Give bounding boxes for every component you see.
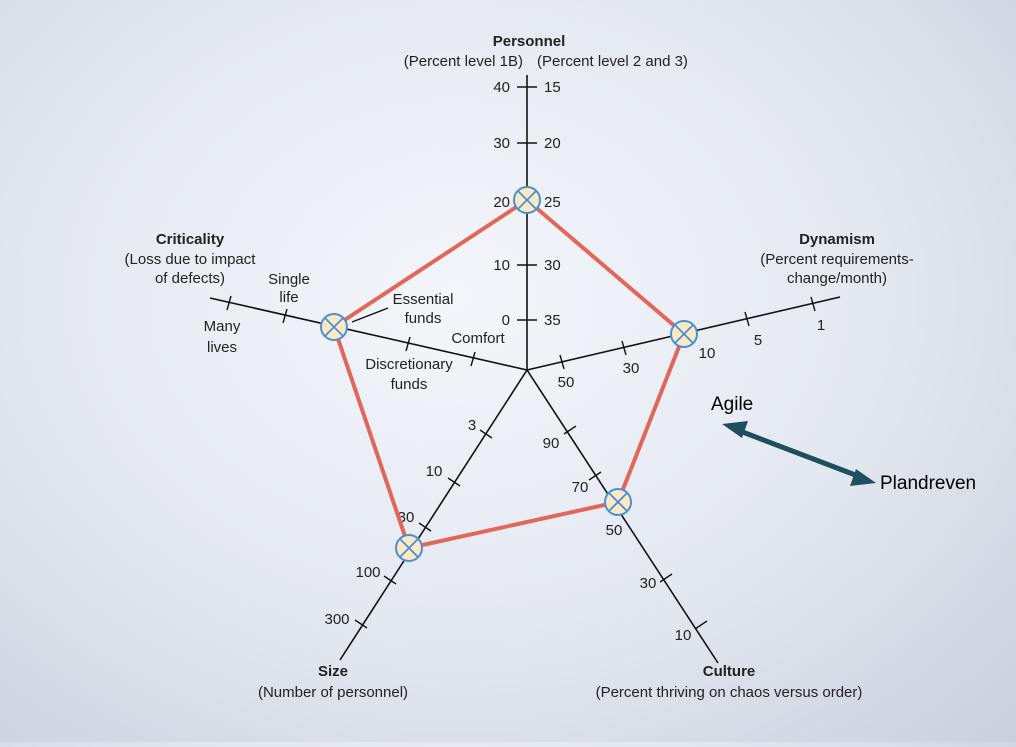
personnel-left-tick-label: 0 bbox=[502, 312, 510, 329]
culture-tick bbox=[563, 425, 577, 435]
dynamism-tick-label: 10 bbox=[699, 345, 716, 362]
dynamism-tick bbox=[621, 340, 627, 356]
culture-tick-label: 90 bbox=[543, 435, 560, 452]
culture-tick-label: 30 bbox=[640, 575, 657, 592]
personnel-axis-subtitle-right: (Percent level 2 and 3) bbox=[537, 53, 688, 70]
size-axis bbox=[339, 369, 528, 661]
personnel-right-tick-label: 25 bbox=[544, 194, 561, 211]
dynamism-tick-label: 5 bbox=[754, 332, 762, 349]
size-tick bbox=[447, 477, 461, 487]
criticality-axis-subtitle-line1: (Loss due to impact bbox=[125, 251, 257, 268]
personnel-axis-subtitle-left: (Percent level 1B) bbox=[404, 53, 523, 70]
personnel-right-tick-label: 30 bbox=[544, 257, 561, 274]
criticality-axis bbox=[209, 297, 528, 371]
criticality-comfort-label: Comfort bbox=[451, 330, 505, 347]
personnel-left-tick-label: 10 bbox=[493, 257, 510, 274]
size-tick-label: 3 bbox=[468, 417, 476, 434]
personnel-axis-title: Personnel bbox=[493, 33, 566, 50]
profile-marker-size bbox=[395, 534, 423, 562]
dynamism-axis-subtitle-line1: (Percent requirements- bbox=[760, 251, 913, 268]
culture-tick-label: 50 bbox=[606, 522, 623, 539]
size-tick bbox=[418, 522, 432, 532]
culture-tick bbox=[588, 471, 602, 481]
agile-label: Agile bbox=[711, 394, 754, 415]
essential-funds-leader-line bbox=[351, 307, 389, 323]
profile-marker-criticality bbox=[320, 313, 348, 341]
criticality-single-life-label: Single bbox=[268, 271, 310, 288]
personnel-left-tick-label: 30 bbox=[493, 135, 510, 152]
personnel-right-tick-label: 35 bbox=[544, 312, 561, 329]
culture-axis-title: Culture bbox=[703, 663, 756, 680]
criticality-single-life-label: life bbox=[279, 289, 298, 306]
personnel-left-tick-label: 20 bbox=[493, 194, 510, 211]
dynamism-tick-label: 1 bbox=[817, 317, 825, 334]
size-tick bbox=[383, 575, 397, 585]
culture-tick-label: 10 bbox=[675, 627, 692, 644]
size-axis-subtitle: (Number of personnel) bbox=[258, 684, 408, 701]
criticality-essential-label: funds bbox=[405, 310, 442, 327]
size-tick bbox=[479, 429, 493, 439]
plandreven-label: Plandreven bbox=[880, 473, 977, 494]
size-tick-label: 10 bbox=[426, 463, 443, 480]
criticality-tick bbox=[226, 295, 232, 311]
personnel-right-tick-label: 20 bbox=[544, 135, 561, 152]
personnel-left-tick-label: 40 bbox=[493, 79, 510, 96]
dynamism-tick-label: 50 bbox=[558, 374, 575, 391]
culture-tick bbox=[659, 573, 673, 583]
dynamism-tick bbox=[810, 296, 816, 312]
size-tick-label: 300 bbox=[324, 611, 349, 628]
profile-marker-culture bbox=[604, 488, 632, 516]
criticality-axis-title: Criticality bbox=[156, 231, 225, 248]
profile-marker-dynamism bbox=[670, 320, 698, 348]
size-axis-title: Size bbox=[318, 663, 348, 680]
size-tick bbox=[354, 619, 368, 629]
profile-marker-personnel bbox=[513, 186, 541, 214]
criticality-axis-subtitle-line2: of defects) bbox=[155, 270, 225, 287]
culture-tick-label: 70 bbox=[572, 479, 589, 496]
criticality-discretionary-label: funds bbox=[391, 376, 428, 393]
project-profile-polygon bbox=[332, 198, 686, 550]
dynamism-axis-title: Dynamism bbox=[799, 231, 875, 248]
culture-axis-subtitle: (Percent thriving on chaos versus order) bbox=[596, 684, 863, 701]
personnel-right-tick-label: 15 bbox=[544, 79, 561, 96]
culture-tick bbox=[694, 620, 708, 630]
arrow-head-right-icon bbox=[850, 469, 876, 486]
criticality-many-lives-label: lives bbox=[207, 339, 237, 356]
criticality-discretionary-label: Discretionary bbox=[365, 356, 453, 373]
criticality-essential-label: Essential bbox=[393, 291, 454, 308]
arrow-head-left-icon bbox=[722, 421, 748, 438]
dynamism-tick bbox=[559, 354, 565, 370]
culture-axis bbox=[526, 369, 719, 664]
criticality-tick bbox=[470, 351, 476, 367]
criticality-tick bbox=[405, 336, 411, 352]
dynamism-tick bbox=[744, 311, 750, 327]
agile-plandriven-double-arrow bbox=[722, 421, 876, 486]
dynamism-tick-label: 30 bbox=[623, 360, 640, 377]
dynamism-axis-subtitle-line2: change/month) bbox=[787, 270, 887, 287]
size-tick-label: 100 bbox=[355, 564, 380, 581]
criticality-many-lives-label: Many bbox=[204, 318, 241, 335]
criticality-tick bbox=[282, 308, 288, 324]
